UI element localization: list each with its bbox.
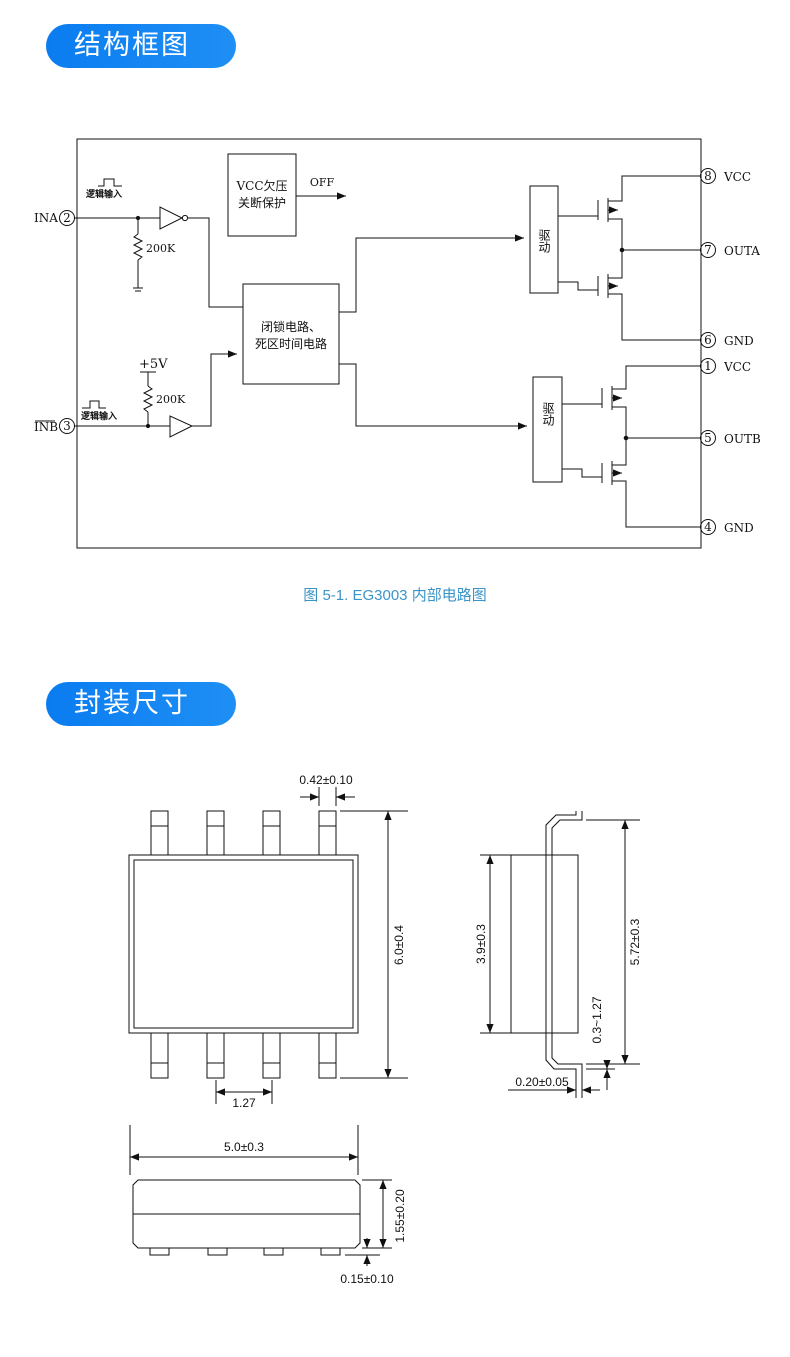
pin-3-circle [59,418,75,434]
inverter-bubble [181,214,189,222]
chip-outline [76,138,702,549]
block-diagram [35,138,716,549]
dim-lead-thickness: 0.20±0.05 [515,1075,569,1089]
off-label: OFF [310,176,335,189]
uvlo-block [227,153,297,237]
resistor-a-label: 200K [146,242,176,255]
logic-label-line1: 闭锁电路、 [261,319,321,334]
driver-top-block [529,185,559,294]
pin-2-num: 2 [63,211,71,225]
inb-label: INB [34,420,58,434]
pin-8-num: 8 [704,169,712,183]
logic-block [242,283,340,385]
dim-standoff: 0.15±0.10 [340,1272,394,1286]
pin-1-name: VCC [723,360,751,374]
dim-body-width: 3.9±0.3 [474,924,488,964]
supply-label: +5V [139,357,168,372]
section-title-block-diagram: 结构框图 [46,24,236,68]
pin-2-circle [59,210,75,226]
dim-body-length: 5.0±0.3 [224,1140,264,1154]
dim-foot-length: 0.3~1.27 [590,996,604,1043]
pin-4-circle [700,519,716,535]
pin-7-name: OUTA [724,244,760,258]
dim-body-height: 1.55±0.20 [393,1189,407,1243]
buffer-inb [169,415,194,438]
logic-input-b-label: 逻辑输入 [80,410,117,422]
pin-1-num: 1 [704,359,712,373]
pin-4-name: GND [724,521,754,535]
pin-6-name: GND [724,334,754,348]
uvlo-label-line2: 关断保护 [238,195,286,210]
ina-label: INA [34,211,58,225]
driver-top-label: 驱动 [537,229,551,253]
inverter-ina [159,206,184,230]
pin-7-circle [700,242,716,258]
section-title-package: 封装尺寸 [46,682,236,726]
resistor-b-label: 200K [156,393,186,406]
driver-bottom-label: 驱动 [541,402,555,426]
dim-height: 5.72±0.3 [628,918,642,965]
pin-8-circle [700,168,716,184]
pin-8-name: VCC [723,170,751,184]
uvlo-label-line1: VCC欠压 [235,178,287,193]
dim-lead-width: 0.42±0.10 [299,773,353,787]
pin-5-num: 5 [704,431,712,445]
dim-pitch: 1.27 [232,1096,256,1110]
package-top-view [128,787,408,1104]
pin-4-num: 4 [704,520,712,534]
pin-6-circle [700,332,716,348]
logic-label-line2: 死区时间电路 [255,336,327,351]
pin-5-name: OUTB [724,432,761,446]
pin-7-num: 7 [704,243,712,257]
diagram-caption: 图 5-1. EG3003 内部电路图 [303,587,487,604]
pin-6-num: 6 [704,333,712,347]
package-front-view [129,1125,392,1266]
package-side-view [480,811,640,1098]
pin-1-circle [700,358,716,374]
logic-input-a-label: 逻辑输入 [85,188,122,200]
pin-5-circle [700,430,716,446]
pin-3-num: 3 [63,419,71,433]
dim-total-width: 6.0±0.4 [392,925,406,965]
driver-bottom-block [532,376,563,483]
